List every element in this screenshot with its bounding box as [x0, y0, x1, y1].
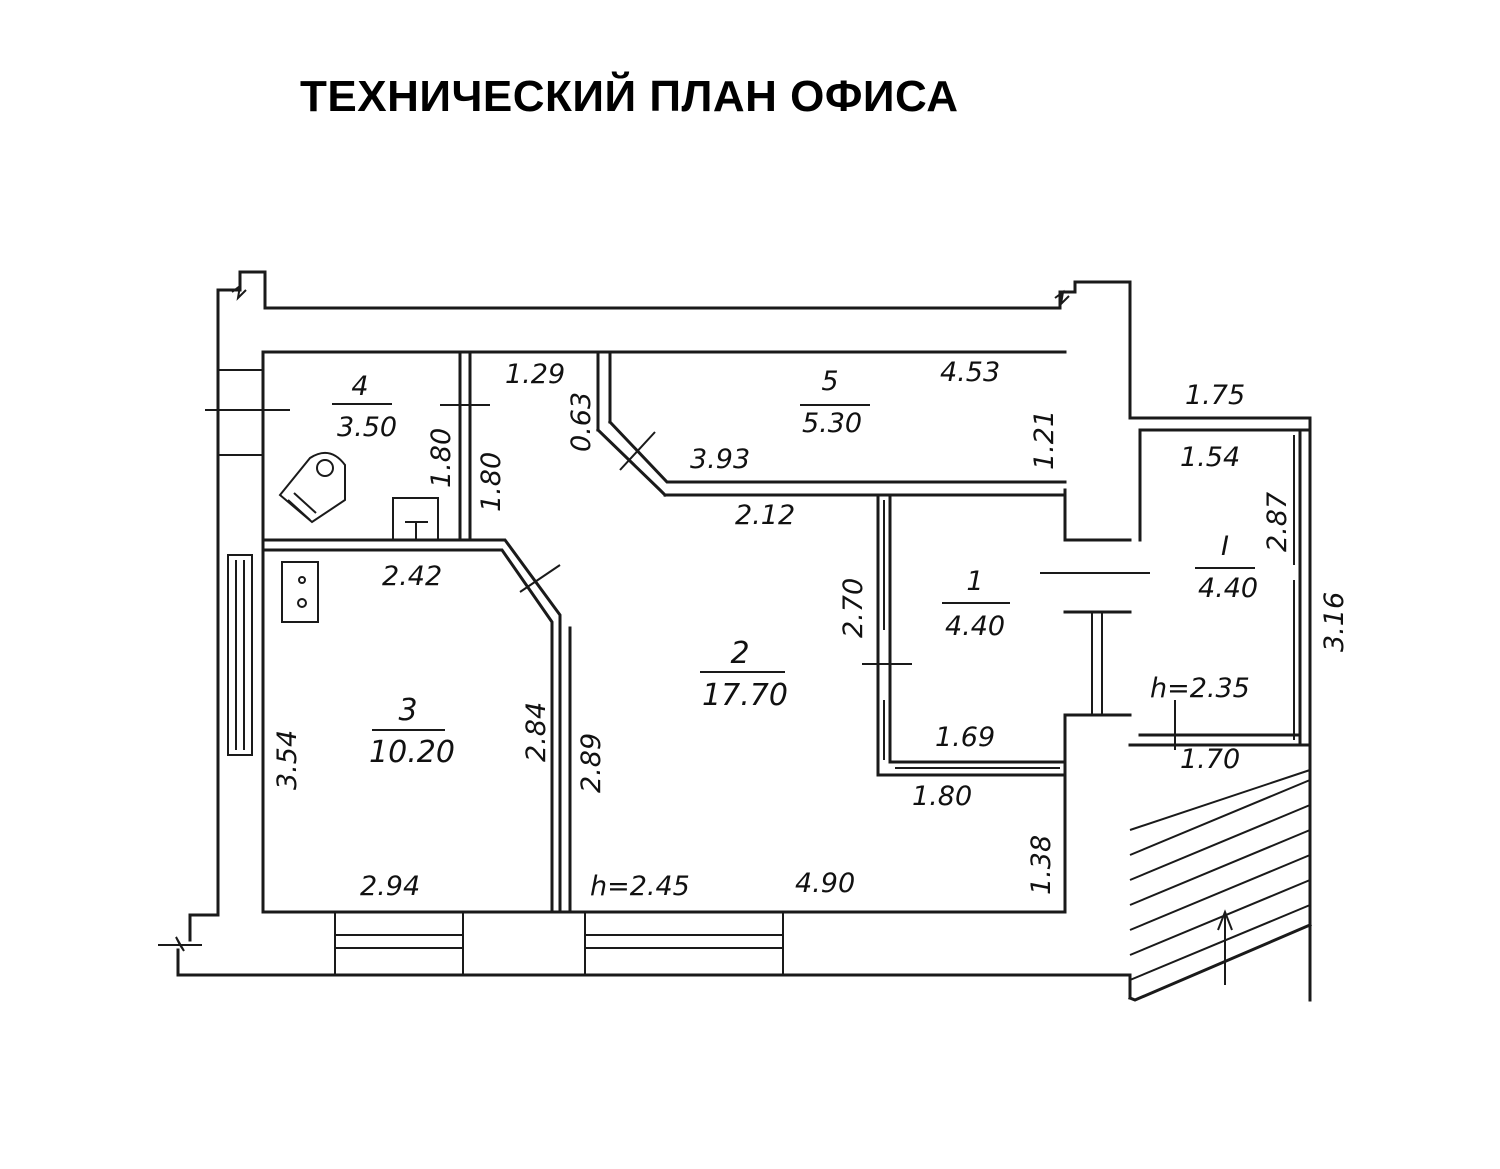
dim-3-93: 3.93	[690, 444, 750, 475]
dim-3-16: 3.16	[1319, 592, 1350, 652]
svg-text:5.30: 5.30	[802, 408, 862, 439]
svg-text:4.40: 4.40	[1198, 573, 1258, 604]
height-main: h=2.45	[590, 871, 690, 902]
dim-2-89: 2.89	[576, 733, 607, 793]
dim-1-80-c: 1.80	[912, 781, 972, 812]
dim-2-70: 2.70	[838, 578, 869, 638]
svg-text:3.50: 3.50	[337, 412, 397, 443]
water-heater-icon	[281, 561, 319, 623]
exterior-walls	[158, 270, 1150, 1000]
dim-1-70: 1.70	[1180, 744, 1240, 775]
plan-title: ТЕХНИЧЕСКИЙ ПЛАН ОФИСА	[300, 72, 959, 121]
dim-1-75: 1.75	[1185, 380, 1245, 411]
dim-3-54: 3.54	[272, 730, 303, 790]
dim-2-94: 2.94	[360, 871, 420, 902]
room-label-5: 5 5.30	[800, 366, 870, 439]
dim-1-54: 1.54	[1180, 442, 1240, 473]
dim-4-90: 4.90	[795, 868, 855, 899]
svg-text:5: 5	[821, 366, 838, 397]
dim-1-21: 1.21	[1029, 410, 1060, 470]
svg-text:2: 2	[730, 636, 749, 671]
toilet-icon	[278, 451, 346, 524]
room-label-I: I 4.40	[1195, 531, 1258, 604]
svg-text:3: 3	[398, 693, 417, 728]
interior-walls	[261, 350, 1067, 914]
dimension-labels: 1.29 4.53 0.63 1.21 1.80 1.80 3.93 2.12 …	[272, 357, 1350, 902]
room-label-2: 2 17.70	[700, 636, 788, 713]
room-label-3: 3 10.20	[369, 693, 455, 770]
dim-1-69: 1.69	[935, 722, 995, 753]
dim-2-12: 2.12	[735, 500, 795, 531]
dim-0-63: 0.63	[566, 392, 597, 452]
dim-1-38: 1.38	[1026, 835, 1057, 895]
dim-2-84: 2.84	[521, 702, 552, 762]
svg-text:4.40: 4.40	[945, 611, 1005, 642]
dim-1-80-a: 1.80	[426, 428, 457, 488]
sink-icon	[392, 497, 439, 541]
dim-4-53: 4.53	[940, 357, 1000, 388]
svg-text:I: I	[1221, 531, 1229, 562]
svg-text:17.70: 17.70	[702, 678, 788, 713]
height-annex: h=2.35	[1150, 673, 1250, 704]
dim-1-80-b: 1.80	[476, 452, 507, 512]
dim-2-87: 2.87	[1262, 492, 1293, 552]
svg-text:4: 4	[351, 371, 368, 402]
annex	[1128, 416, 1312, 1002]
dim-1-29: 1.29	[505, 359, 565, 390]
room-label-4: 4 3.50	[332, 371, 397, 443]
dim-2-42: 2.42	[382, 561, 442, 592]
svg-text:1: 1	[966, 566, 983, 597]
room-label-1: 1 4.40	[942, 566, 1010, 642]
svg-text:10.20: 10.20	[369, 735, 455, 770]
